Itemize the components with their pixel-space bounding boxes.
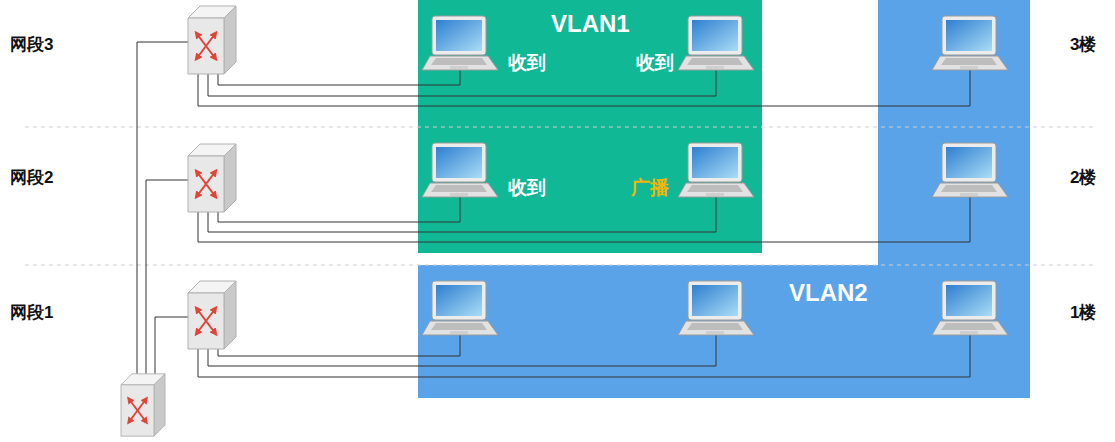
segment-label: 网段1 — [10, 304, 53, 323]
status-label: 广播 — [631, 178, 669, 199]
floor-label: 1楼 — [1070, 304, 1096, 323]
segment-label: 网段2 — [10, 169, 53, 188]
floor-label: 2楼 — [1070, 169, 1096, 188]
floor-label: 3楼 — [1070, 36, 1096, 55]
status-label: 收到 — [636, 53, 674, 74]
laptop-icon — [422, 16, 1008, 335]
vlan-name: VLAN1 — [551, 11, 630, 37]
status-label: 收到 — [508, 53, 546, 74]
network-cable — [137, 42, 970, 377]
floor-separator — [25, 127, 1095, 265]
switch-icon — [121, 6, 236, 436]
vlan-name: VLAN2 — [789, 280, 868, 306]
segment-label: 网段3 — [10, 36, 53, 55]
status-label: 收到 — [508, 178, 546, 199]
